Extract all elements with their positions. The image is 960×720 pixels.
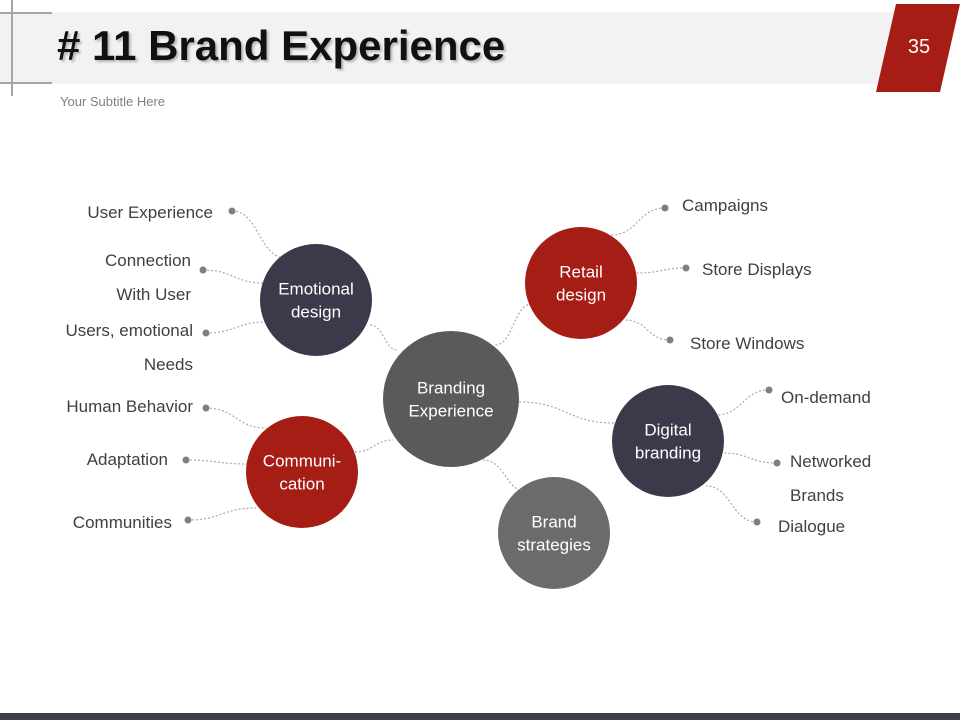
- node-label-retail-design: Retail design: [556, 262, 606, 304]
- node-communication: [246, 416, 358, 528]
- leaf-on-demand: On-demand: [781, 388, 871, 407]
- connector-store-displays: [636, 267, 687, 274]
- node-label-digital-branding: Digital branding: [635, 420, 701, 462]
- page-subtitle: Your Subtitle Here: [60, 94, 166, 109]
- node-label-digital-branding-line: Digital: [644, 420, 691, 439]
- leaf-networked-brands-line: Brands: [790, 486, 844, 505]
- corner-line-horizontal-lower: [0, 82, 52, 84]
- communities-dot: [184, 516, 192, 524]
- human-behavior-dot: [202, 404, 210, 412]
- connector-human-behavior: [205, 407, 267, 429]
- leaf-adaptation: Adaptation: [87, 450, 168, 469]
- leaf-user-experience: User Experience: [87, 203, 213, 222]
- leaf-campaigns-line: Campaigns: [682, 196, 768, 215]
- connector-brand-strategies-to-center: [482, 459, 529, 493]
- leaf-on-demand-line: On-demand: [781, 388, 871, 407]
- node-brand-strategies: [498, 477, 610, 589]
- node-emotional-design: [260, 244, 372, 356]
- node-label-brand-strategies-line: Brand: [531, 512, 576, 531]
- corner-line-horizontal: [0, 12, 52, 14]
- leaf-store-windows: Store Windows: [690, 334, 804, 353]
- connector-dialogue: [705, 485, 758, 523]
- connector-adaptation: [185, 459, 249, 465]
- node-label-communication-line: Communi-: [263, 451, 341, 470]
- user-experience-dot: [228, 207, 236, 215]
- connector-store-windows: [624, 319, 671, 341]
- node-branding-experience: [383, 331, 519, 467]
- title-band: [0, 12, 900, 84]
- store-displays-dot: [682, 264, 690, 272]
- connector-networked-brands: [721, 452, 778, 464]
- leaf-communities: Communities: [73, 513, 172, 532]
- node-label-digital-branding-line: branding: [635, 443, 701, 462]
- dialogue-dot: [753, 518, 761, 526]
- page-number-tab: [876, 4, 960, 92]
- page-title: # 11 Brand Experience: [57, 22, 506, 69]
- leaf-users-emotional-needs-line: Users, emotional: [65, 321, 193, 340]
- connector-communication-to-center: [354, 439, 394, 453]
- adaptation-dot: [182, 456, 190, 464]
- connector-retail-design-to-center: [494, 303, 533, 346]
- connection-with-user-dot: [199, 266, 207, 274]
- campaigns-dot: [661, 204, 669, 212]
- node-label-branding-experience-line: Branding: [417, 378, 485, 397]
- connector-communities: [187, 507, 257, 521]
- networked-brands-dot: [773, 459, 781, 467]
- leaf-adaptation-line: Adaptation: [87, 450, 168, 469]
- node-label-brand-strategies: Brand strategies: [517, 512, 591, 554]
- corner-line-vertical: [11, 0, 13, 96]
- connector-users-emotional-needs: [205, 321, 267, 334]
- connector-connection-with-user: [202, 269, 265, 284]
- connector-digital-branding-to-center: [518, 401, 615, 424]
- on-demand-dot: [765, 386, 773, 394]
- leaf-connection-with-user-line: Connection: [105, 251, 191, 270]
- leaf-human-behavior-line: Human Behavior: [66, 397, 193, 416]
- leaf-campaigns: Campaigns: [682, 196, 768, 215]
- connector-emotional-design-to-center: [369, 324, 399, 351]
- node-digital-branding: [612, 385, 724, 497]
- leaf-store-displays-line: Store Displays: [702, 260, 812, 279]
- users-emotional-needs-dot: [202, 329, 210, 337]
- node-label-communication-line: cation: [279, 474, 324, 493]
- leaf-dialogue: Dialogue: [778, 517, 845, 536]
- leaf-store-displays: Store Displays: [702, 260, 812, 279]
- leaf-store-windows-line: Store Windows: [690, 334, 804, 353]
- page-number: 35: [907, 36, 931, 58]
- leaf-connection-with-user-line: With User: [116, 285, 191, 304]
- node-label-retail-design-line: design: [556, 285, 606, 304]
- leaf-networked-brands-line: Networked: [790, 452, 871, 471]
- leaf-human-behavior: Human Behavior: [66, 397, 193, 416]
- leaf-users-emotional-needs-line: Needs: [144, 355, 193, 374]
- node-retail-design: [525, 227, 637, 339]
- leaf-dialogue-line: Dialogue: [778, 517, 845, 536]
- leaf-user-experience-line: User Experience: [87, 203, 213, 222]
- connector-layer: [185, 207, 778, 523]
- connector-on-demand: [715, 389, 770, 416]
- bottom-bar: [0, 713, 960, 720]
- node-label-emotional-design-line: design: [291, 302, 341, 321]
- node-label-emotional-design: Emotional design: [278, 279, 354, 321]
- connector-campaigns: [610, 207, 666, 236]
- node-label-emotional-design-line: Emotional: [278, 279, 354, 298]
- leaf-communities-line: Communities: [73, 513, 172, 532]
- node-label-brand-strategies-line: strategies: [517, 535, 591, 554]
- node-label-retail-design-line: Retail: [559, 262, 602, 281]
- store-windows-dot: [666, 336, 674, 344]
- node-label-communication: Communi-cation: [263, 451, 341, 493]
- node-label-branding-experience-line: Experience: [408, 401, 493, 420]
- connector-user-experience: [231, 210, 287, 259]
